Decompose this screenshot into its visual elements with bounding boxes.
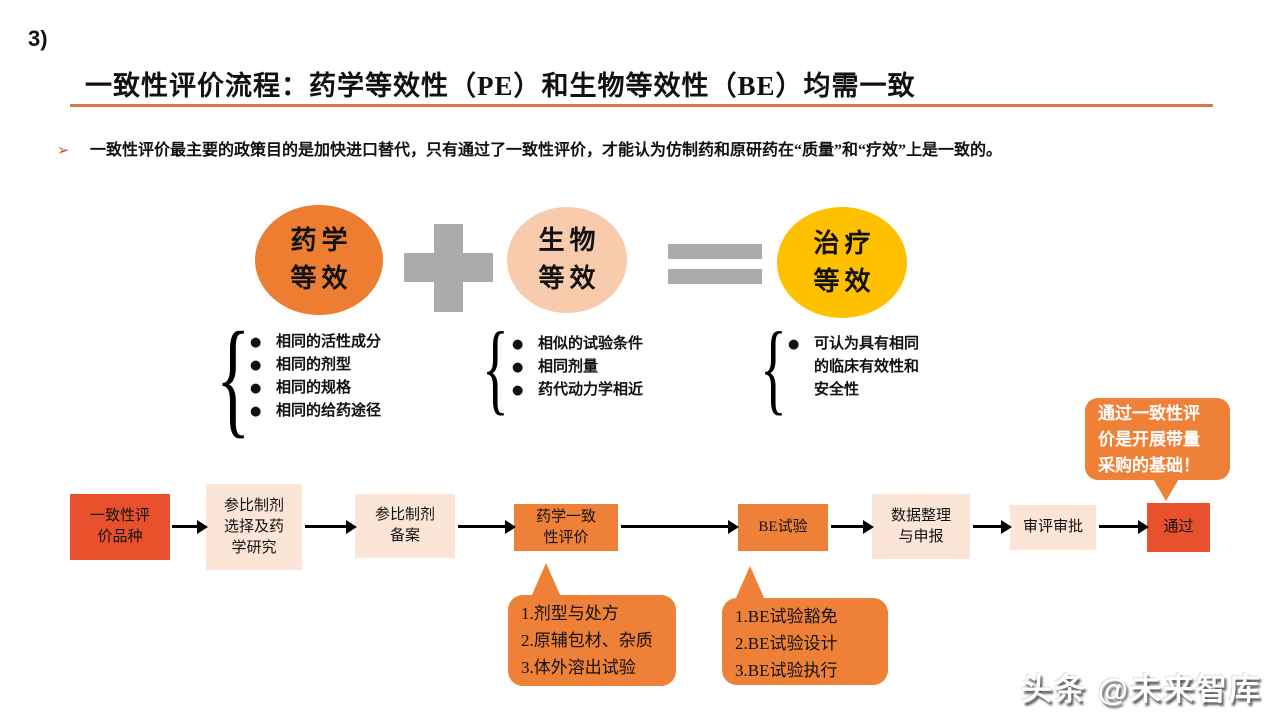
bullet-icon: ● — [250, 335, 262, 350]
flow-step-pass: 通过 — [1147, 503, 1210, 552]
flow-arrow — [305, 519, 357, 534]
pe-criteria-list: ●相同的活性成分 ●相同的剂型 ●相同的规格 ●相同的给药途径 — [250, 331, 381, 423]
list-item: ●相同的活性成分 — [250, 331, 381, 354]
watermark: 头条 @未来智库 — [1021, 672, 1262, 707]
bullet-icon: ● — [512, 360, 524, 375]
arrow-bullet-icon: ➢ — [57, 141, 70, 159]
flow-arrow — [831, 519, 874, 534]
flow-step-variety: 一致性评价品种 — [70, 494, 170, 560]
te-criteria-list: ●可认为具有相同 的临床有效性和 安全性 — [788, 333, 968, 402]
intro-text: 一致性评价最主要的政策目的是加快进口替代，只有通过了一致性评价，才能认为仿制药和… — [90, 142, 1003, 159]
page-number: 3) — [28, 26, 48, 51]
circle-label-line: 治疗 — [813, 228, 876, 258]
bullet-icon: ● — [512, 337, 524, 352]
flow-arrow — [458, 519, 516, 534]
bullet-icon: ● — [250, 381, 262, 396]
title-underline — [70, 104, 1213, 107]
list-item: ●相同的剂型 — [250, 354, 381, 377]
circle-label-line: 生物 — [538, 226, 601, 255]
bullet-icon: ● — [250, 404, 262, 419]
flow-step-data-submission: 数据整理与申报 — [872, 494, 970, 559]
page-title: 一致性评价流程：药学等效性（PE）和生物等效性（BE）均需一致 — [85, 71, 916, 101]
flow-arrow — [1099, 519, 1149, 534]
plus-icon — [404, 253, 493, 282]
equals-icon — [668, 269, 762, 284]
list-item: ●相同的给药途径 — [250, 400, 381, 423]
brace-icon: { — [760, 312, 787, 425]
list-item: ●药代动力学相近 — [512, 379, 643, 402]
brace-icon: { — [482, 312, 509, 425]
callout-pointer-icon — [1152, 477, 1180, 501]
circle-pharmaceutical-equivalence: 药学 等效 — [255, 205, 383, 315]
callout-pe-details: 1.剂型与处方 2.原辅包材、杂质 3.体外溶出试验 — [508, 595, 676, 686]
flow-arrow — [172, 519, 208, 534]
bullet-icon: ● — [250, 358, 262, 373]
callout-procurement-note: 通过一致性评 价是开展带量 采购的基础！ — [1085, 398, 1230, 480]
equals-icon — [668, 244, 762, 259]
flow-arrow — [621, 519, 739, 534]
list-item: ●相同剂量 — [512, 356, 643, 379]
list-item: ●相同的规格 — [250, 377, 381, 400]
circle-label-line: 等效 — [813, 266, 876, 296]
callout-be-details: 1.BE试验豁免 2.BE试验设计 3.BE试验执行 — [722, 598, 888, 685]
list-item: ●可认为具有相同 的临床有效性和 安全性 — [788, 333, 968, 402]
circle-label-line: 等效 — [538, 264, 601, 293]
bullet-icon: ● — [512, 383, 524, 398]
circle-label-line: 等效 — [290, 264, 353, 293]
be-criteria-list: ●相似的试验条件 ●相同剂量 ●药代动力学相近 — [512, 333, 643, 402]
circle-bio-equivalence: 生物 等效 — [507, 207, 627, 313]
brace-icon: { — [216, 306, 251, 450]
flow-step-reference-selection: 参比制剂选择及药学研究 — [206, 484, 302, 570]
flow-step-reference-filing: 参比制剂备案 — [355, 494, 455, 558]
list-item: ●相似的试验条件 — [512, 333, 643, 356]
bullet-icon: ● — [788, 337, 800, 352]
flow-step-review-approval: 审评审批 — [1010, 505, 1096, 550]
flow-step-be-trial: BE试验 — [738, 504, 828, 551]
flow-arrow — [973, 519, 1012, 534]
flow-step-pe-evaluation: 药学一致性评价 — [514, 504, 618, 551]
callout-pointer-icon — [531, 563, 561, 597]
circle-therapeutic-equivalence: 治疗 等效 — [777, 207, 907, 318]
circle-label-line: 药学 — [290, 226, 353, 255]
callout-pointer-icon — [735, 566, 765, 600]
